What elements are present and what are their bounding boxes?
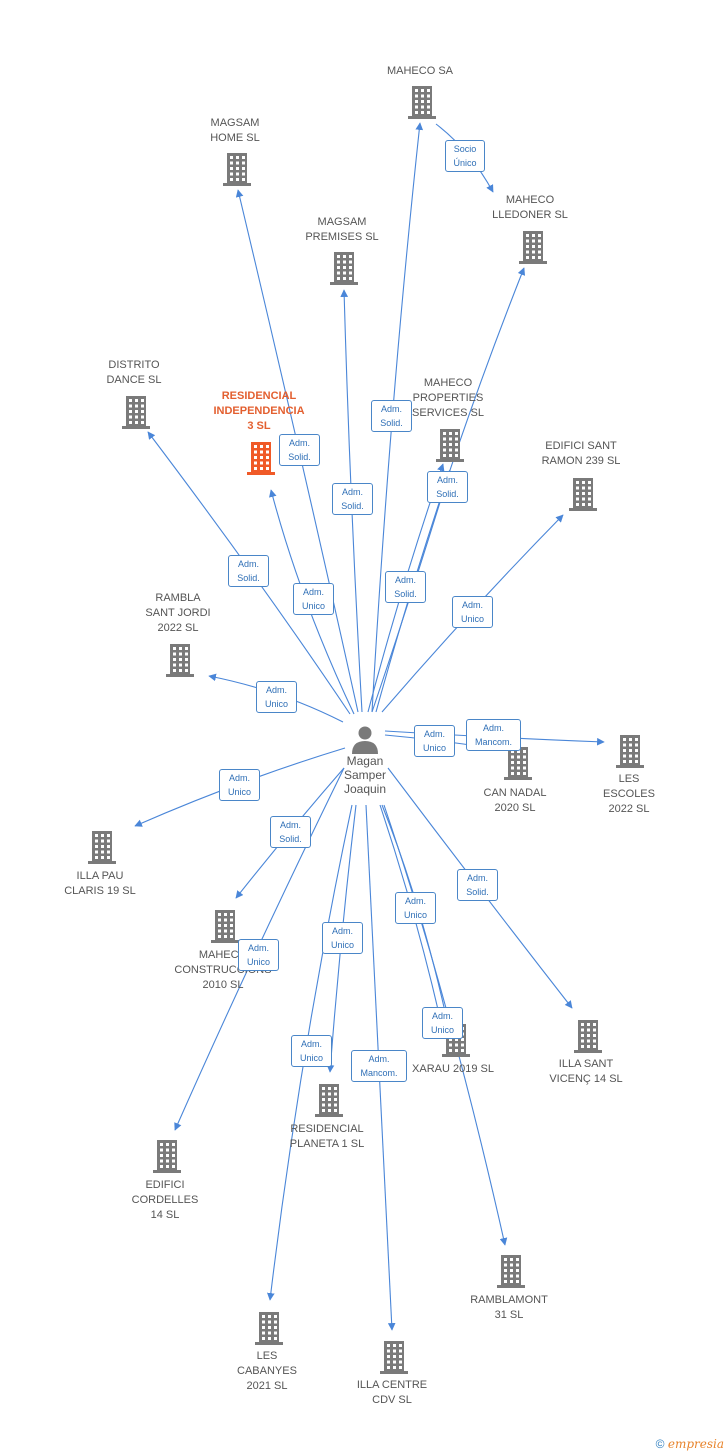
edge-label-adm-unico[interactable]: Adm. Unico — [293, 583, 334, 615]
edge-label-adm-mancom[interactable]: Adm. Mancom. — [351, 1050, 407, 1082]
building-icon[interactable] — [567, 476, 599, 512]
building-icon[interactable] — [86, 829, 118, 865]
building-icon[interactable] — [406, 84, 438, 120]
building-icon[interactable] — [572, 1018, 604, 1054]
company-node-ramblamont[interactable]: RAMBLAMONT 31 SL — [449, 1293, 569, 1323]
company-node-xarau[interactable]: XARAU 2019 SL — [393, 1062, 513, 1077]
edge-label-adm-mancom[interactable]: Adm. Mancom. — [466, 719, 521, 751]
edge-label-adm-solid[interactable]: Adm. Solid. — [371, 400, 412, 432]
company-node-edifici-sant-ramon[interactable]: EDIFICI SANT RAMON 239 SL — [521, 439, 641, 469]
brand-footer: © empresia — [656, 1437, 724, 1451]
building-icon[interactable] — [328, 250, 360, 286]
company-label: RESIDENCIAL INDEPENDENCIA 3 SL — [213, 390, 305, 432]
building-icon[interactable] — [221, 151, 253, 187]
company-label: ILLA CENTRE CDV SL — [356, 1379, 428, 1406]
edge-label-adm-unico[interactable]: Adm. Unico — [422, 1007, 463, 1039]
edge-label-adm-unico[interactable]: Adm. Unico — [238, 939, 279, 971]
building-icon[interactable] — [245, 440, 277, 476]
edge-label-adm-solid[interactable]: Adm. Solid. — [228, 555, 269, 587]
company-label: RAMBLA SANT JORDI 2022 SL — [145, 592, 211, 634]
edge-label-socio-unico[interactable]: Socio Único — [445, 140, 485, 172]
edge-label-adm-solid[interactable]: Adm. Solid. — [332, 483, 373, 515]
company-label: XARAU 2019 SL — [412, 1063, 494, 1075]
company-label: MAHECO SA — [386, 65, 453, 77]
company-label: EDIFICI CORDELLES 14 SL — [131, 1179, 199, 1221]
company-label: ILLA PAU CLARIS 19 SL — [64, 870, 136, 897]
building-icon[interactable] — [495, 1253, 527, 1289]
company-node-edifici-cordelles[interactable]: EDIFICI CORDELLES 14 SL — [105, 1178, 225, 1223]
company-label: LES ESCOLES 2022 SL — [603, 773, 655, 815]
building-icon[interactable] — [253, 1310, 285, 1346]
building-icon[interactable] — [614, 733, 646, 769]
edge-label-adm-solid[interactable]: Adm. Solid. — [270, 816, 311, 848]
edge-label-adm-unico[interactable]: Adm. Unico — [395, 892, 436, 924]
person-name: Magan Samper Joaquin — [343, 754, 387, 796]
company-node-can-nadal[interactable]: CAN NADAL 2020 SL — [455, 786, 575, 816]
edge-label-adm-unico[interactable]: Adm. Unico — [414, 725, 455, 757]
company-node-les-escoles[interactable]: LES ESCOLES 2022 SL — [569, 772, 689, 817]
building-icon[interactable] — [378, 1339, 410, 1375]
company-node-distrito-dance[interactable]: DISTRITO DANCE SL — [74, 358, 194, 388]
company-node-les-cabanyes[interactable]: LES CABANYES 2021 SL — [207, 1349, 327, 1394]
building-icon[interactable] — [517, 229, 549, 265]
company-label: EDIFICI SANT RAMON 239 SL — [541, 440, 621, 467]
company-node-illa-pau-claris[interactable]: ILLA PAU CLARIS 19 SL — [40, 869, 160, 899]
company-label: ILLA SANT VICENÇ 14 SL — [549, 1058, 623, 1085]
company-label: RESIDENCIAL PLANETA 1 SL — [289, 1123, 365, 1150]
company-node-rambla-sant-jordi[interactable]: RAMBLA SANT JORDI 2022 SL — [118, 591, 238, 636]
person-icon — [352, 726, 378, 754]
building-icon[interactable] — [120, 394, 152, 430]
company-node-illa-sant-vicenc[interactable]: ILLA SANT VICENÇ 14 SL — [526, 1057, 646, 1087]
company-node-illa-centre[interactable]: ILLA CENTRE CDV SL — [332, 1378, 452, 1408]
edge-label-adm-unico[interactable]: Adm. Unico — [256, 681, 297, 713]
edge-label-adm-solid[interactable]: Adm. Solid. — [279, 434, 320, 466]
brand-logo-text: mpresia — [674, 1437, 724, 1451]
company-node-residencial-planeta[interactable]: RESIDENCIAL PLANETA 1 SL — [267, 1122, 387, 1152]
company-label: LES CABANYES 2021 SL — [237, 1350, 297, 1392]
company-label: MAGSAM PREMISES SL — [305, 216, 379, 243]
building-icon[interactable] — [209, 908, 241, 944]
company-label: RAMBLAMONT 31 SL — [470, 1294, 548, 1321]
building-icon[interactable] — [502, 745, 534, 781]
company-node-maheco-sa[interactable]: MAHECO SA — [360, 64, 480, 79]
company-label: CAN NADAL 2020 SL — [483, 787, 547, 814]
building-icon[interactable] — [434, 427, 466, 463]
company-label: MAHECO PROPERTIES SERVICES SL — [412, 377, 484, 419]
brand-logo-initial: e — [667, 1437, 675, 1451]
edge-label-adm-solid[interactable]: Adm. Solid. — [385, 571, 426, 603]
person-node[interactable]: Magan Samper Joaquin — [330, 724, 400, 796]
edge-label-adm-solid[interactable]: Adm. Solid. — [457, 869, 498, 901]
edge-label-adm-solid[interactable]: Adm. Solid. — [427, 471, 468, 503]
company-label: DISTRITO DANCE SL — [106, 359, 162, 386]
edge-label-adm-unico[interactable]: Adm. Unico — [322, 922, 363, 954]
company-label: MAHECO LLEDONER SL — [492, 194, 568, 221]
building-icon[interactable] — [151, 1138, 183, 1174]
company-node-magsam-home[interactable]: MAGSAM HOME SL — [175, 116, 295, 146]
edge-label-adm-unico[interactable]: Adm. Unico — [452, 596, 493, 628]
company-node-residencial-independencia[interactable]: RESIDENCIAL INDEPENDENCIA 3 SL — [199, 389, 319, 434]
edge-label-adm-unico[interactable]: Adm. Unico — [291, 1035, 332, 1067]
copyright-symbol: © — [655, 1437, 665, 1451]
company-node-maheco-lledoner[interactable]: MAHECO LLEDONER SL — [470, 193, 590, 223]
edge-label-adm-unico[interactable]: Adm. Unico — [219, 769, 260, 801]
company-label: MAGSAM HOME SL — [210, 117, 260, 144]
building-icon[interactable] — [313, 1082, 345, 1118]
company-node-maheco-properties[interactable]: MAHECO PROPERTIES SERVICES SL — [388, 376, 508, 421]
building-icon[interactable] — [164, 642, 196, 678]
company-node-magsam-premises[interactable]: MAGSAM PREMISES SL — [282, 215, 402, 245]
